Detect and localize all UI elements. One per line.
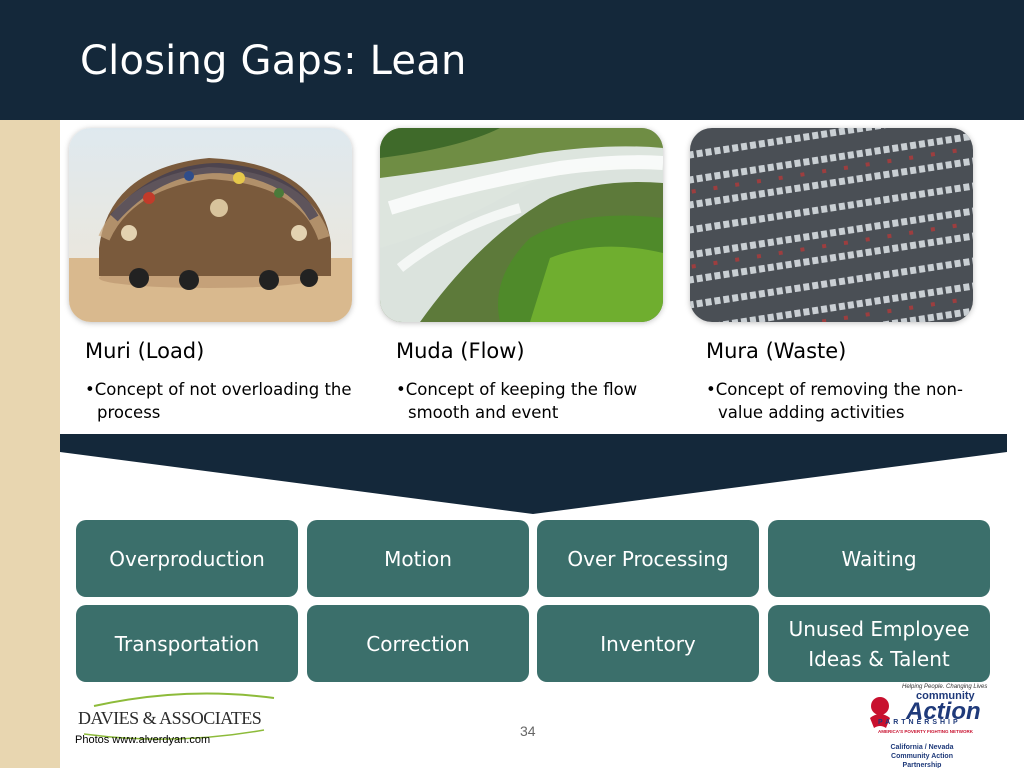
waste-motion: Motion xyxy=(307,520,529,597)
muda-bullet: •Concept of keeping the flow smooth and … xyxy=(396,380,638,422)
parked-cars-photo xyxy=(690,128,973,322)
mura-title: Mura (Waste) xyxy=(706,339,847,363)
mura-bullet: •Concept of removing the non-value addin… xyxy=(706,380,963,422)
community-action-tagline: Helping People. Changing Lives xyxy=(902,684,988,690)
muda-bullet-text: Concept of keeping the flow smooth and e… xyxy=(405,380,638,422)
overloaded-truck-photo xyxy=(69,128,352,322)
waste-transportation: Transportation xyxy=(76,605,298,682)
mura-bullet-text: Concept of removing the non-value adding… xyxy=(715,380,963,422)
slide-header: Closing Gaps: Lean xyxy=(0,0,1024,120)
community-action-logo xyxy=(870,697,890,728)
chevron-banner xyxy=(60,434,1007,514)
community-action-word-action: Action xyxy=(906,698,981,725)
muri-bullet-text: Concept of not overloading the process xyxy=(94,380,352,422)
muri-title: Muri (Load) xyxy=(85,339,205,363)
waste-overproduction: Overproduction xyxy=(76,520,298,597)
community-action-word-partnership: PARTNERSHIP xyxy=(878,719,961,726)
waste-over-processing: Over Processing xyxy=(537,520,759,597)
page-number: 34 xyxy=(520,723,536,739)
left-accent-bar xyxy=(0,120,60,768)
waste-waiting: Waiting xyxy=(768,520,990,597)
waste-inventory: Inventory xyxy=(537,605,759,682)
waste-correction: Correction xyxy=(307,605,529,682)
slide-title: Closing Gaps: Lean xyxy=(80,38,467,84)
waste-unused-talent: Unused Employee Ideas & Talent xyxy=(768,605,990,682)
muri-bullet: •Concept of not overloading the process xyxy=(85,380,352,422)
community-action-region: California / Nevada Community Action Par… xyxy=(890,744,954,768)
river-flow-photo xyxy=(380,128,663,322)
community-action-network: AMERICA'S POVERTY FIGHTING NETWORK xyxy=(878,729,973,734)
muda-title: Muda (Flow) xyxy=(396,339,525,363)
davies-swoosh-logo xyxy=(83,692,275,740)
davies-logo-text: DAVIES & ASSOCIATES xyxy=(78,708,262,728)
photo-credit: Photos www.alverdyan.com xyxy=(75,734,211,746)
community-action-word-community: community xyxy=(916,690,975,702)
